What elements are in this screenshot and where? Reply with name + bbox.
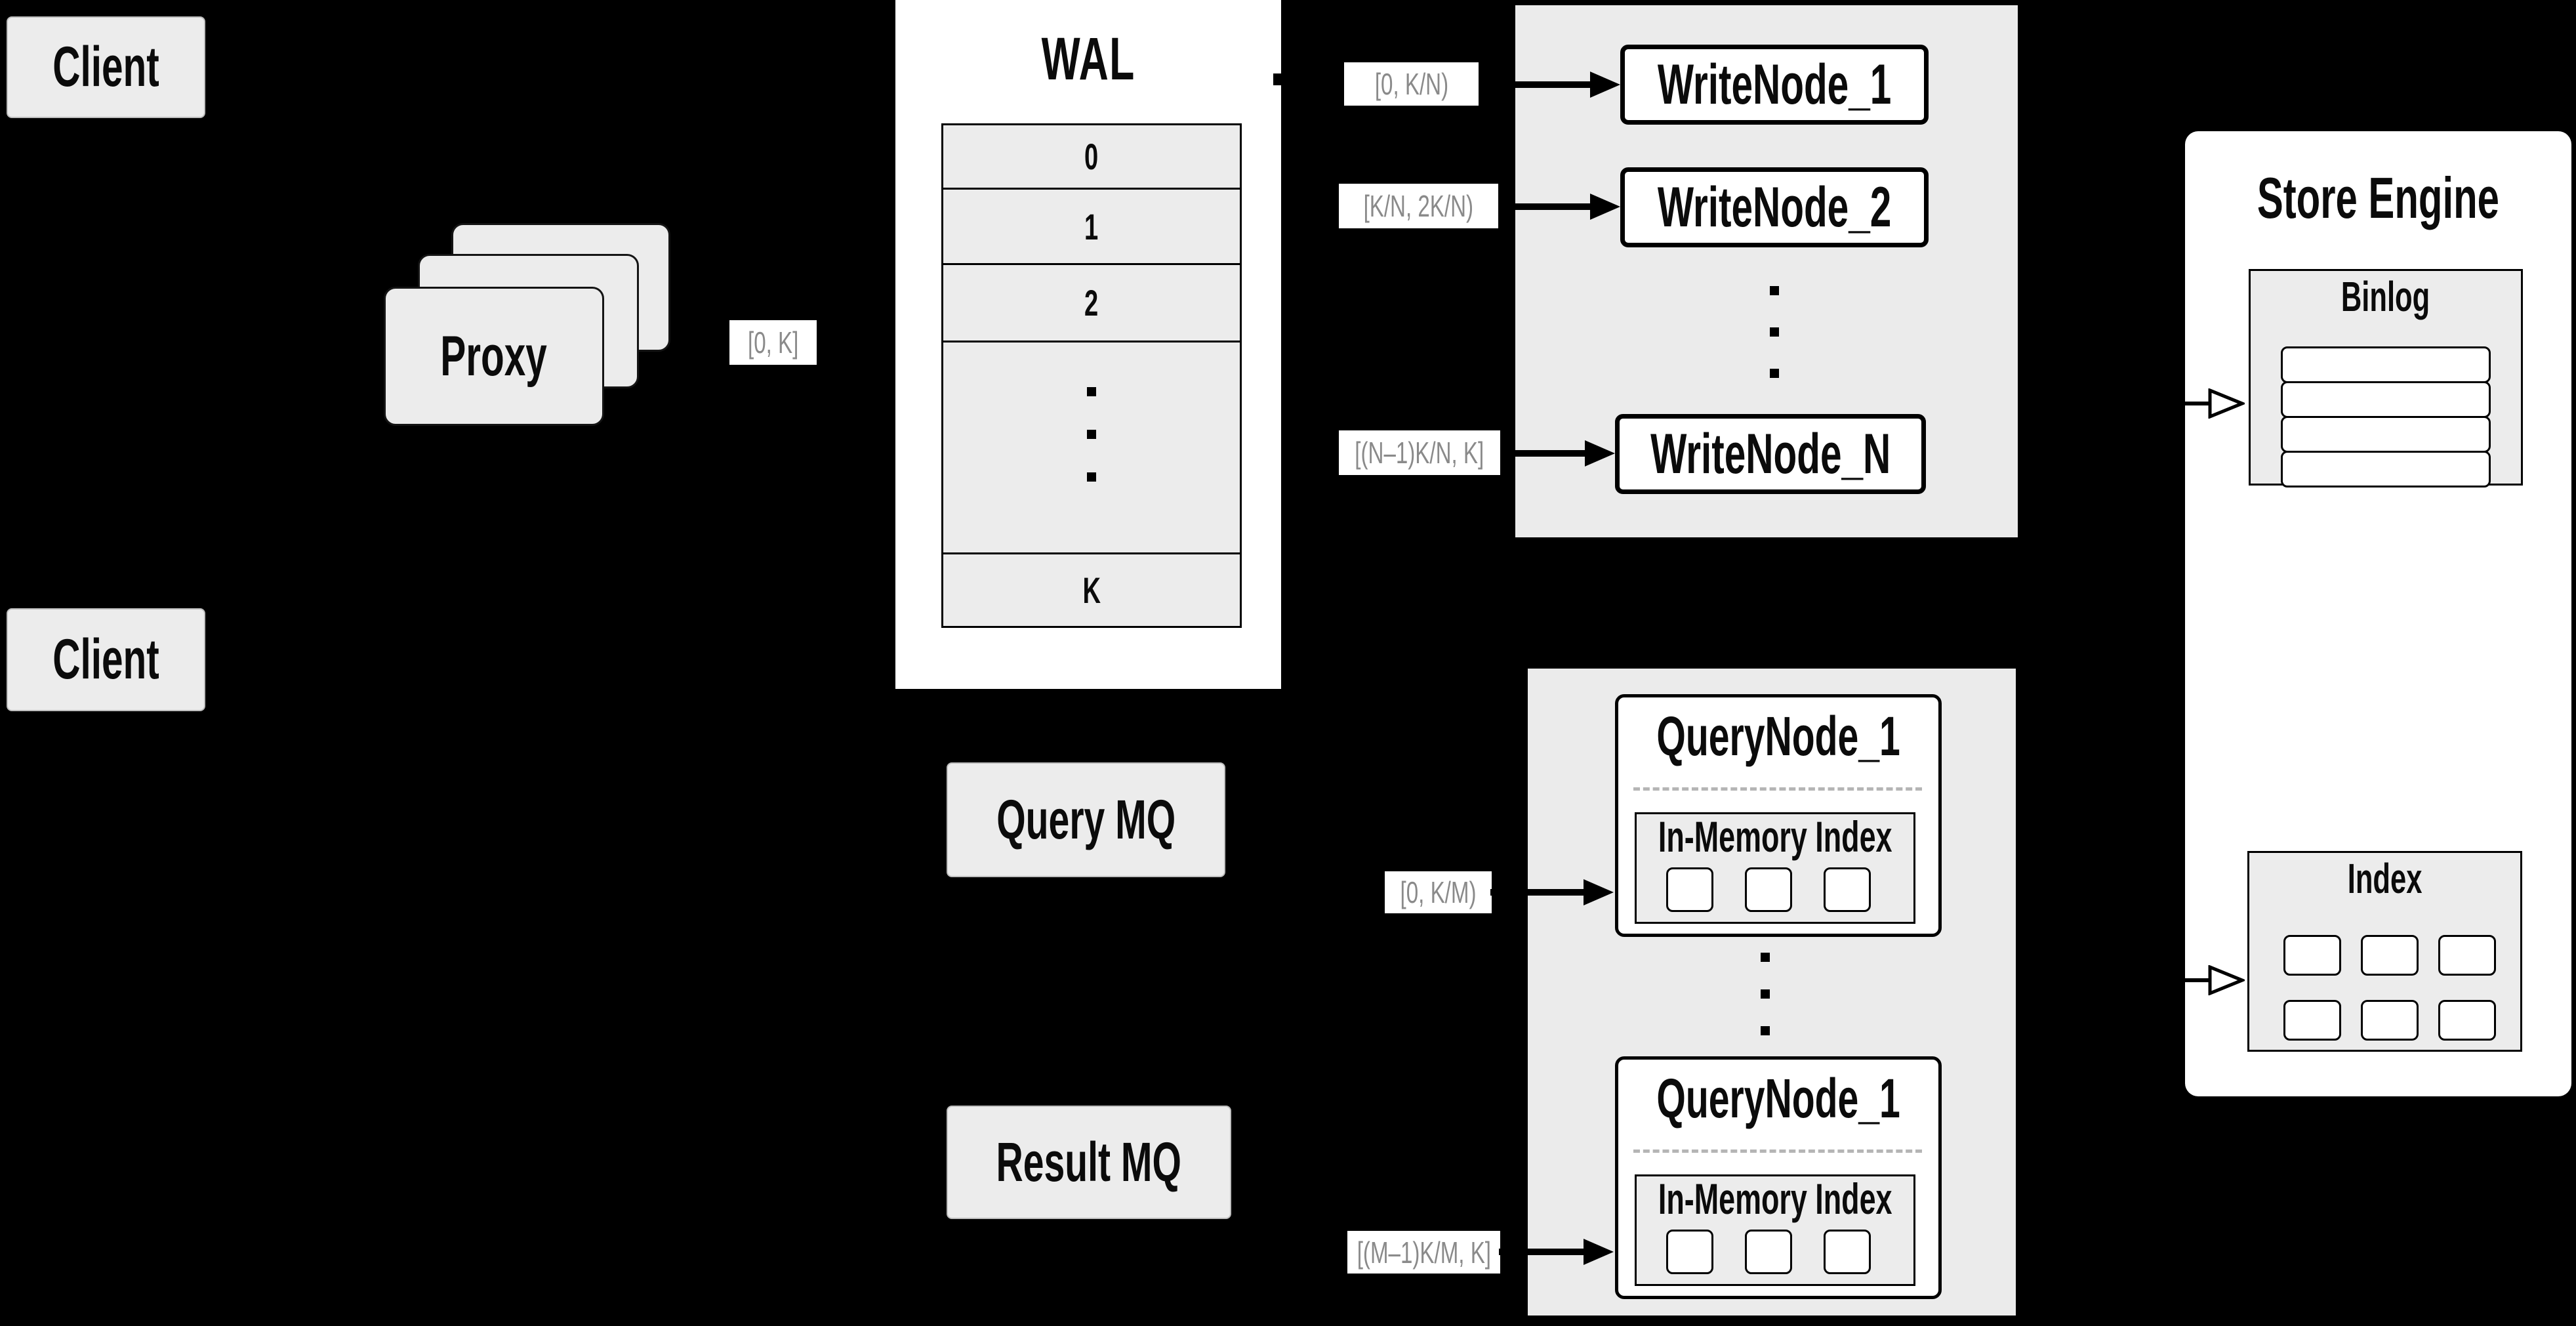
index-cell (2361, 1000, 2419, 1041)
memory-segment-cell (1745, 867, 1792, 912)
arrow-head-to-query-node-2 (1584, 1239, 1614, 1265)
query-node-1-title-row: QueryNode_1 (1615, 705, 1942, 767)
wal-row-1-label: 1 (1084, 205, 1099, 247)
write-node-n-box: WriteNode_N (1615, 414, 1926, 494)
binlog-row (2281, 346, 2491, 383)
memory-segment-cell (1666, 867, 1713, 912)
arrow-line-to-query-node-1 (1490, 889, 1585, 896)
index-cell (2283, 935, 2341, 976)
query-node-1-range-label: [0, K/M) (1385, 871, 1492, 913)
query-node-1-memory-title-row: In-Memory Index (1635, 812, 1915, 861)
arrow-line-to-write-node-1 (1479, 81, 1594, 88)
index-cell (2438, 935, 2496, 976)
store-engine-title: Store Engine (2257, 165, 2500, 230)
query-node-2-memory-title-row: In-Memory Index (1635, 1174, 1915, 1223)
query-node-1-dashed-divider (1633, 787, 1922, 791)
proxy-label: Proxy (440, 324, 548, 388)
wal-row-1: 1 (941, 188, 1242, 265)
arrow-line-to-write-node-n (1500, 450, 1589, 457)
wal-ellipsis-dot (1087, 472, 1096, 482)
arrow-head-to-write-node-2 (1590, 194, 1620, 220)
write-node-2-range-label: [K/N, 2K/N) (1339, 184, 1498, 228)
query-node-ellipsis-dot (1761, 989, 1770, 999)
query-node-2-range-label: [(M–1)K/M, K] (1347, 1231, 1500, 1274)
client-bottom-label: Client (52, 628, 159, 691)
binlog-row (2281, 416, 2491, 453)
arrow-head-to-query-node-1 (1584, 879, 1614, 905)
write-node-1-range-text: [0, K/N) (1374, 67, 1448, 101)
memory-segment-cell (1824, 867, 1871, 912)
arrow-line-to-query-node-2 (1499, 1249, 1585, 1255)
write-node-2-box: WriteNode_2 (1620, 167, 1929, 247)
write-node-n-range-text: [(N–1)K/N, K] (1355, 436, 1484, 470)
memory-segment-cell (1824, 1230, 1871, 1274)
wal-row-0: 0 (941, 123, 1242, 190)
write-node-ellipsis-dot (1770, 327, 1779, 337)
wal-row-0-label: 0 (1084, 136, 1099, 177)
query-node-2-memory-label: In-Memory Index (1658, 1174, 1892, 1223)
store-engine-title-row: Store Engine (2185, 165, 2571, 230)
arrow-head-to-write-node-1 (1590, 72, 1620, 98)
proxy-range-text: [0, K] (747, 325, 799, 360)
query-node-2-title: QueryNode_1 (1656, 1067, 1900, 1129)
wal-row-ellipsis (941, 341, 1242, 554)
open-arrow-head-to-index (2208, 965, 2245, 995)
wal-row-2-label: 2 (1084, 282, 1099, 323)
write-node-ellipsis-dot (1770, 286, 1779, 295)
query-mq-box: Query MQ (947, 762, 1225, 877)
wal-row-2: 2 (941, 263, 1242, 342)
write-node-ellipsis-dot (1770, 369, 1779, 378)
proxy-range-label: [0, K] (729, 320, 817, 365)
index-cell (2283, 1000, 2341, 1041)
wal-ellipsis-dot (1087, 387, 1096, 396)
result-mq-label: Result MQ (996, 1131, 1182, 1193)
query-node-ellipsis-dot (1761, 1026, 1770, 1035)
query-node-ellipsis-dot (1761, 953, 1770, 962)
binlog-row (2281, 451, 2491, 487)
proxy-card-front: Proxy (384, 287, 604, 426)
client-top-label: Client (52, 35, 159, 98)
binlog-title-row: Binlog (2249, 273, 2523, 320)
query-node-1-memory-label: In-Memory Index (1658, 812, 1892, 861)
write-node-1-range-label: [0, K/N) (1344, 62, 1479, 106)
memory-segment-cell (1666, 1230, 1713, 1274)
index-cell (2361, 935, 2419, 976)
query-mq-label: Query MQ (996, 789, 1176, 850)
index-cell (2438, 1000, 2496, 1041)
query-node-2-range-text: [(M–1)K/M, K] (1357, 1235, 1491, 1270)
open-arrow-head-to-binlog (2208, 388, 2245, 419)
write-node-2-label: WriteNode_2 (1657, 175, 1892, 239)
write-node-n-range-label: [(N–1)K/N, K] (1339, 430, 1500, 475)
query-node-2-dashed-divider (1633, 1150, 1922, 1153)
binlog-title: Binlog (2341, 273, 2430, 320)
index-title-row: Index (2247, 855, 2522, 902)
query-node-2-title-row: QueryNode_1 (1615, 1067, 1942, 1129)
arrow-line-to-write-node-2 (1498, 203, 1594, 210)
client-top-box: Client (7, 16, 205, 118)
write-node-1-label: WriteNode_1 (1657, 52, 1892, 116)
query-node-1-range-text: [0, K/M) (1400, 875, 1477, 909)
memory-segment-cell (1745, 1230, 1792, 1274)
write-node-1-box: WriteNode_1 (1620, 45, 1929, 125)
client-bottom-box: Client (7, 608, 205, 711)
write-node-2-range-text: [K/N, 2K/N) (1363, 189, 1474, 223)
wal-ellipsis-dot (1087, 430, 1096, 439)
wal-title: WAL (1041, 25, 1135, 93)
query-node-1-title: QueryNode_1 (1656, 705, 1900, 767)
binlog-row (2281, 381, 2491, 418)
write-node-n-label: WriteNode_N (1650, 422, 1891, 486)
result-mq-box: Result MQ (947, 1106, 1231, 1219)
arrow-line-to-index (2158, 978, 2211, 982)
arrow-head-to-write-node-n (1585, 440, 1615, 466)
wal-title-row: WAL (895, 26, 1281, 93)
wal-row-k: K (941, 552, 1242, 628)
arrow-line-to-binlog (2158, 402, 2211, 405)
wal-edge-connector-mark (1273, 73, 1281, 85)
wal-row-k-label: K (1082, 570, 1101, 611)
index-title: Index (2347, 855, 2423, 902)
